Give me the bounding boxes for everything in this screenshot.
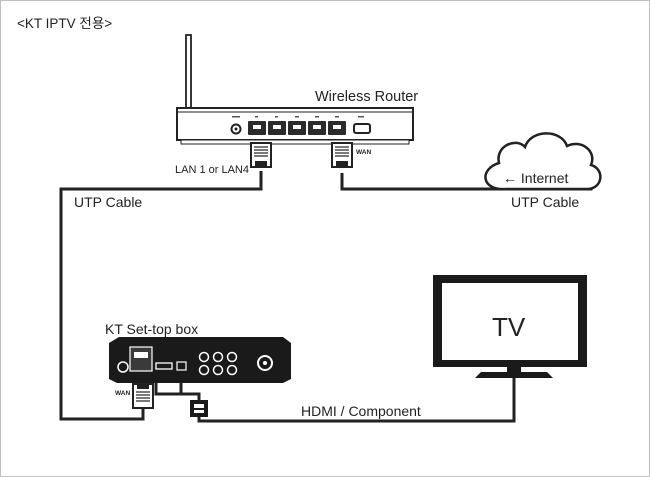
tv-screen-label: TV <box>492 312 526 342</box>
router-wan-label: WAN <box>356 149 372 156</box>
router-port-label: LAN 1 or LAN4 <box>175 164 249 176</box>
rj45-plug-wan-icon <box>331 142 353 168</box>
hdmi-cable <box>154 378 516 423</box>
hdmi-cable-label: HDMI / Component <box>301 403 421 419</box>
internet-cloud-icon <box>484 132 602 191</box>
rj45-plug-lan-icon <box>250 142 272 168</box>
page-title: <KT IPTV 전용> <box>17 16 113 31</box>
rj45-plug-settop-icon <box>132 383 154 409</box>
wireless-router-icon <box>176 34 414 145</box>
hdmi-connector-icon <box>190 400 208 417</box>
settop-box-label: KT Set-top box <box>105 321 199 337</box>
router-label: Wireless Router <box>315 89 419 105</box>
utp-cable-right-label: UTP Cable <box>511 194 580 210</box>
utp-cable-left <box>59 171 263 421</box>
internet-label: ← Internet <box>503 170 569 186</box>
utp-cable-left-label: UTP Cable <box>74 194 143 210</box>
settop-box-icon <box>109 337 291 383</box>
settop-wan-label: WAN <box>115 390 131 397</box>
tv-icon <box>433 275 587 378</box>
